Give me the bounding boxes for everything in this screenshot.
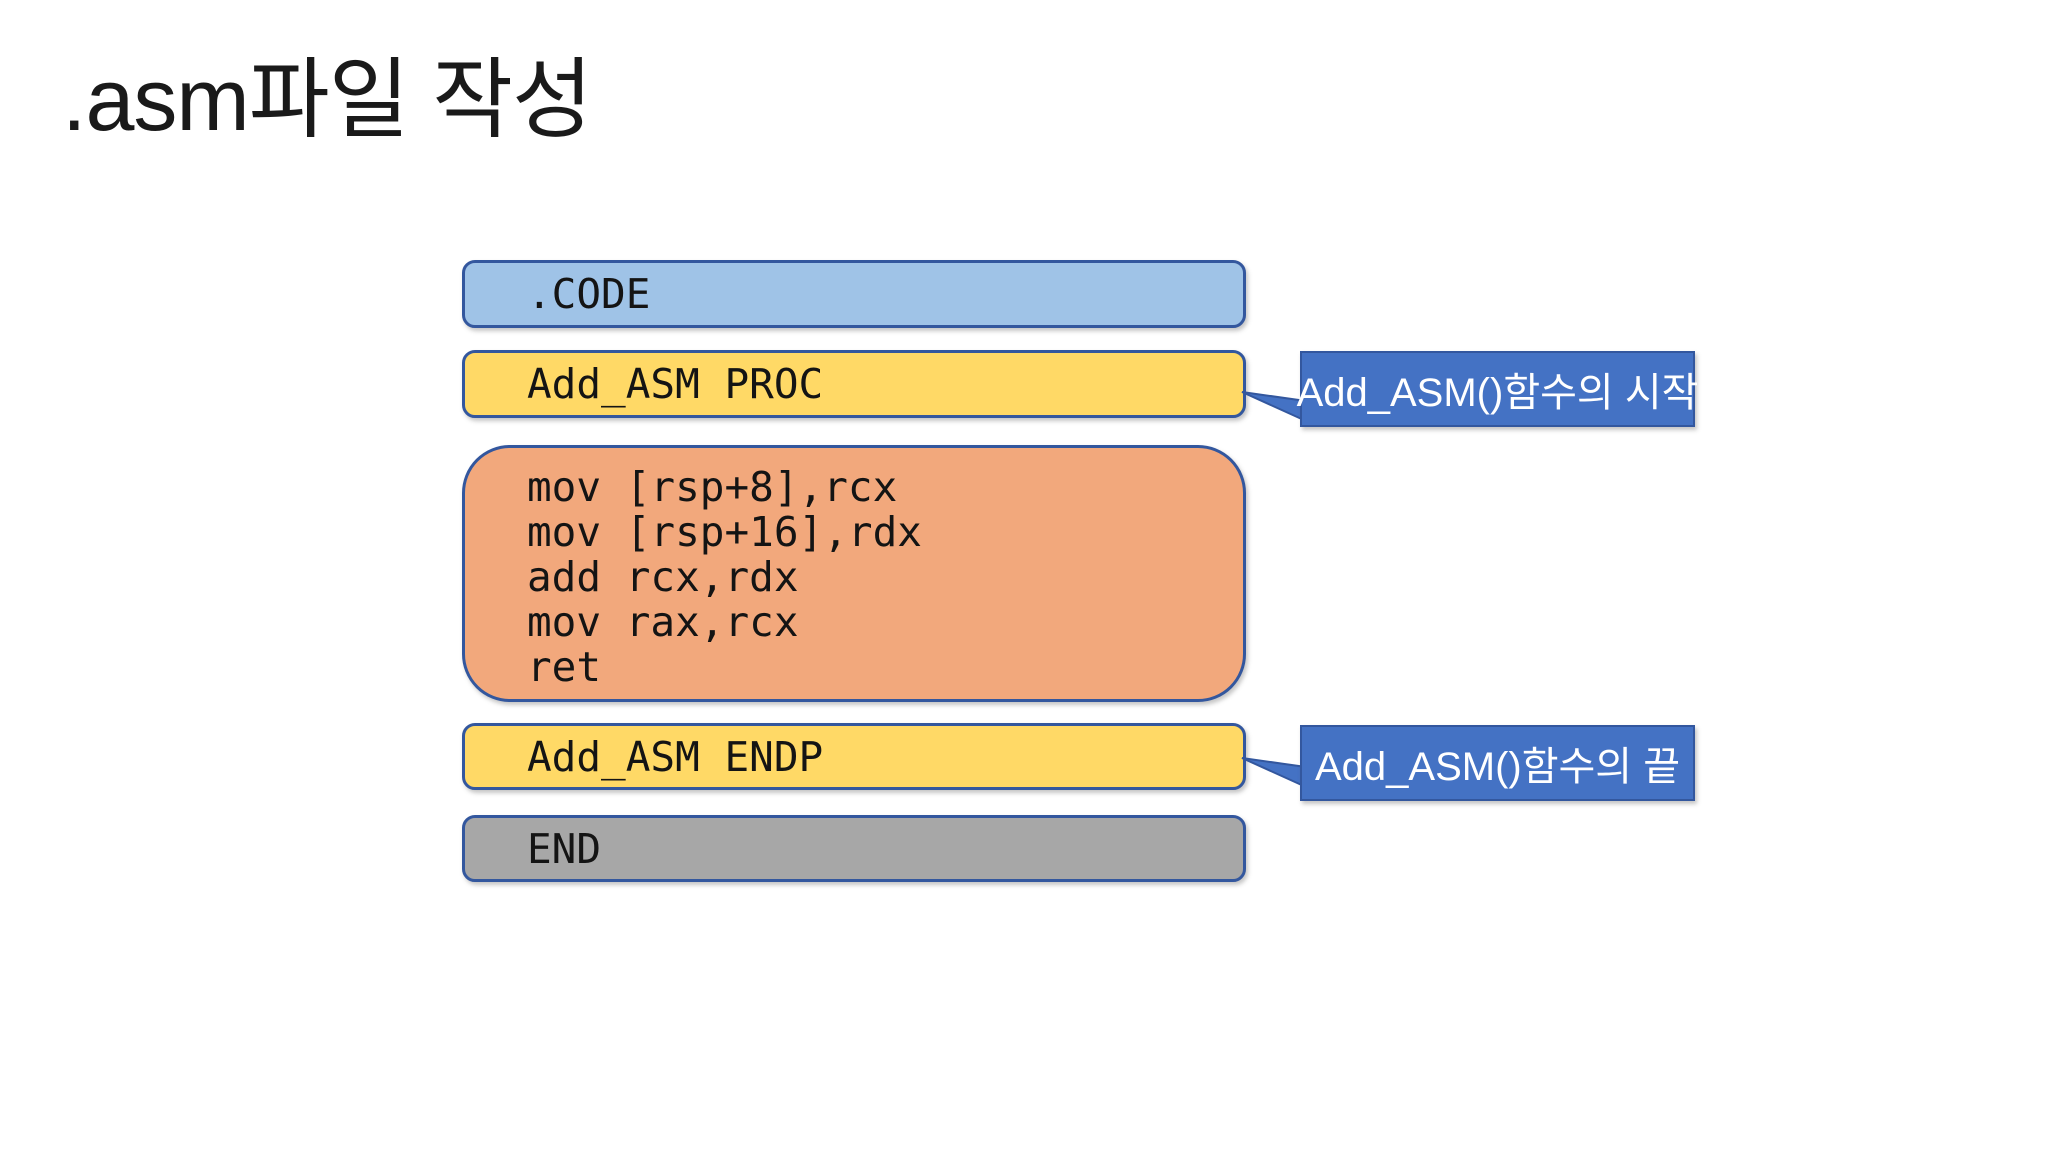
code-line: mov rax,rcx <box>527 598 799 646</box>
flow-box-end-directive: END <box>462 815 1246 882</box>
slide-title: .asm파일 작성 <box>62 50 593 149</box>
callout-proc-end-label: Add_ASM()함수의 끝 <box>1314 745 1681 789</box>
flow-box-proc-open: Add_ASM PROC <box>462 350 1246 418</box>
flow-box-proc-body: mov [rsp+8],rcx mov [rsp+16],rdx add rcx… <box>462 445 1246 702</box>
callout-proc-end: Add_ASM()함수의 끝 <box>1300 725 1695 801</box>
code-line: add rcx,rdx <box>527 553 799 601</box>
proc-open-label: Add_ASM PROC <box>527 360 824 408</box>
proc-close-label: Add_ASM ENDP <box>527 732 824 781</box>
code-line: mov [rsp+8],rcx <box>527 463 898 511</box>
callout-pointer-end <box>1241 757 1307 789</box>
code-directive-label: .CODE <box>527 270 651 318</box>
end-directive-label: END <box>527 824 602 873</box>
flow-box-proc-close: Add_ASM ENDP <box>462 723 1246 790</box>
code-line: ret <box>527 643 602 691</box>
code-line: mov [rsp+16],rdx <box>527 508 922 556</box>
asm-code-block: mov [rsp+8],rcx mov [rsp+16],rdx add rcx… <box>527 465 922 690</box>
callout-proc-start-label: Add_ASM()함수의 시작 <box>1296 371 1699 415</box>
flow-box-code-directive: .CODE <box>462 260 1246 328</box>
callout-proc-start: Add_ASM()함수의 시작 <box>1297 351 1698 427</box>
